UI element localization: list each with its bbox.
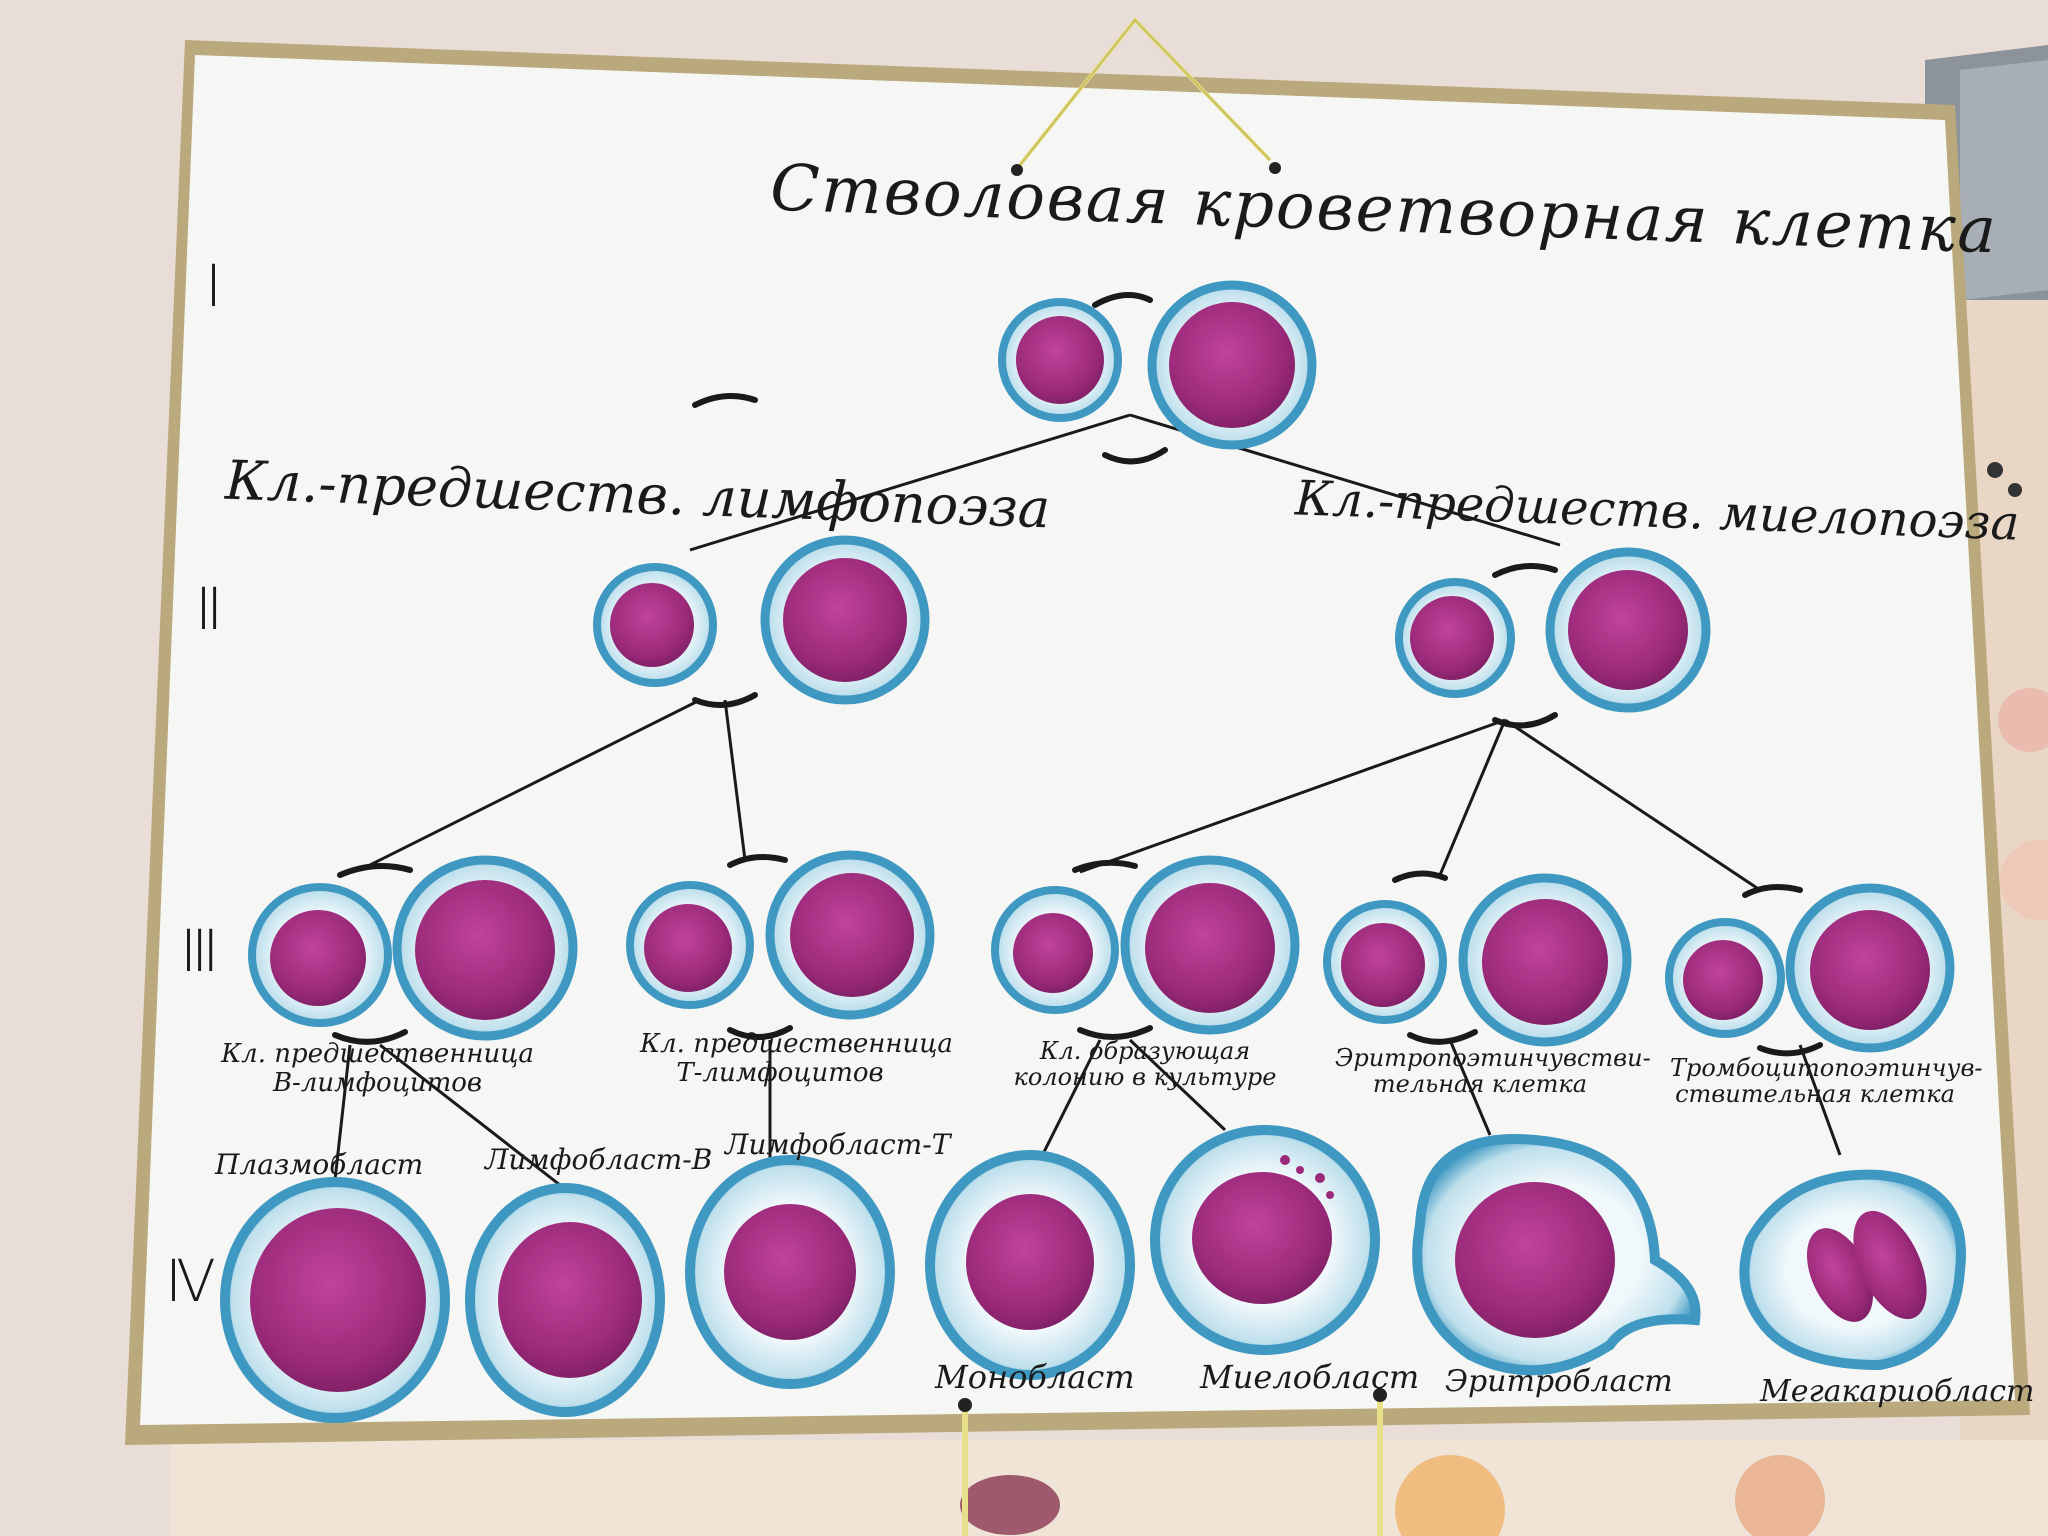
thr-line1: Тромбоцитопоэтинчув-	[1670, 1054, 1983, 1082]
myeloblast-cell	[1150, 1125, 1380, 1355]
erythroblast-label: Эритробласт	[1445, 1364, 1673, 1399]
level-marker-3: III	[180, 917, 219, 985]
megakaryoblast-cell	[1739, 1169, 1966, 1371]
bottom-paper	[170, 1440, 2048, 1536]
level-marker-2: II	[195, 575, 223, 643]
cfu-label: Кл. образующая колонию в культуре	[1010, 1038, 1280, 1091]
lymph-precursor-small	[593, 563, 717, 687]
cfu-line1: Кл. образующая	[1039, 1037, 1251, 1065]
poster-title: Стволовая кроветворная клетка	[769, 151, 1999, 269]
thrombopoietin-label: Тромбоцитопоэтинчув- ствительная клетка	[1670, 1054, 1983, 1109]
t-precursor-label: Кл. предшественница Т-лимфоцитов	[640, 1029, 953, 1088]
ery-line1: Эритропоэтинчувстви-	[1335, 1044, 1651, 1072]
t-precursor-line1: Кл. предшественница	[640, 1029, 953, 1059]
thrombopoietin-sensitive-cells	[1665, 883, 1955, 1053]
ery-line2: тельная клетка	[1372, 1070, 1588, 1099]
lymphoblast-b-label: Лимфобласт-В	[485, 1143, 713, 1176]
t-precursor-cells	[626, 850, 935, 1020]
b-precursor-label: Кл. предшественница В-лимфоцитов	[205, 1040, 550, 1097]
erythroblast-cell	[1412, 1134, 1701, 1376]
thr-line2: ствительная клетка	[1675, 1080, 1955, 1109]
lymphoblast-t-cell	[685, 1155, 895, 1389]
lymphopoiesis-precursor-label: Кл.-предшеств. лимфопоэза	[224, 448, 1052, 541]
poster-paper	[140, 55, 2015, 1425]
lymphoblast-t-label: Лимфобласт-Т	[725, 1128, 951, 1161]
myelo-precursor-small	[1395, 578, 1515, 698]
lymphoblast-b-cell	[465, 1183, 665, 1417]
cfu-line2: колонию в культуре	[1013, 1063, 1277, 1092]
level-marker-4: IV	[165, 1247, 216, 1315]
myelo-precursor-large	[1545, 547, 1711, 713]
bracket-marks	[332, 292, 1823, 1057]
b-precursor-line1: Кл. предшественница	[221, 1039, 534, 1069]
stem-cell-small	[998, 298, 1122, 422]
monoblast-cell	[925, 1150, 1135, 1380]
level-marker-1: I	[205, 252, 222, 320]
b-precursor-cells	[248, 855, 578, 1041]
megakaryoblast-label: Мегакариобласт	[1760, 1374, 2035, 1409]
erythropoietin-label: Эритропоэтинчувстви- тельная клетка	[1335, 1044, 1651, 1099]
stem-cell-large	[1147, 280, 1317, 450]
myelopoiesis-precursor-label: Кл.-предшеств. миелопоэза	[1294, 470, 2021, 552]
cfu-cells	[991, 855, 1300, 1035]
erythropoietin-sensitive-cells	[1323, 873, 1632, 1047]
b-precursor-line2: В-лимфоцитов	[272, 1067, 483, 1098]
plasmoblast-label: Плазмобласт	[215, 1148, 424, 1181]
plasmoblast-cell	[220, 1177, 450, 1423]
lineage-lines	[333, 413, 1842, 1187]
lymph-precursor-large	[760, 535, 930, 705]
monoblast-label: Монобласт	[935, 1358, 1135, 1396]
myeloblast-label: Миелобласт	[1200, 1358, 1420, 1396]
t-precursor-line2: Т-лимфоцитов	[676, 1057, 884, 1088]
